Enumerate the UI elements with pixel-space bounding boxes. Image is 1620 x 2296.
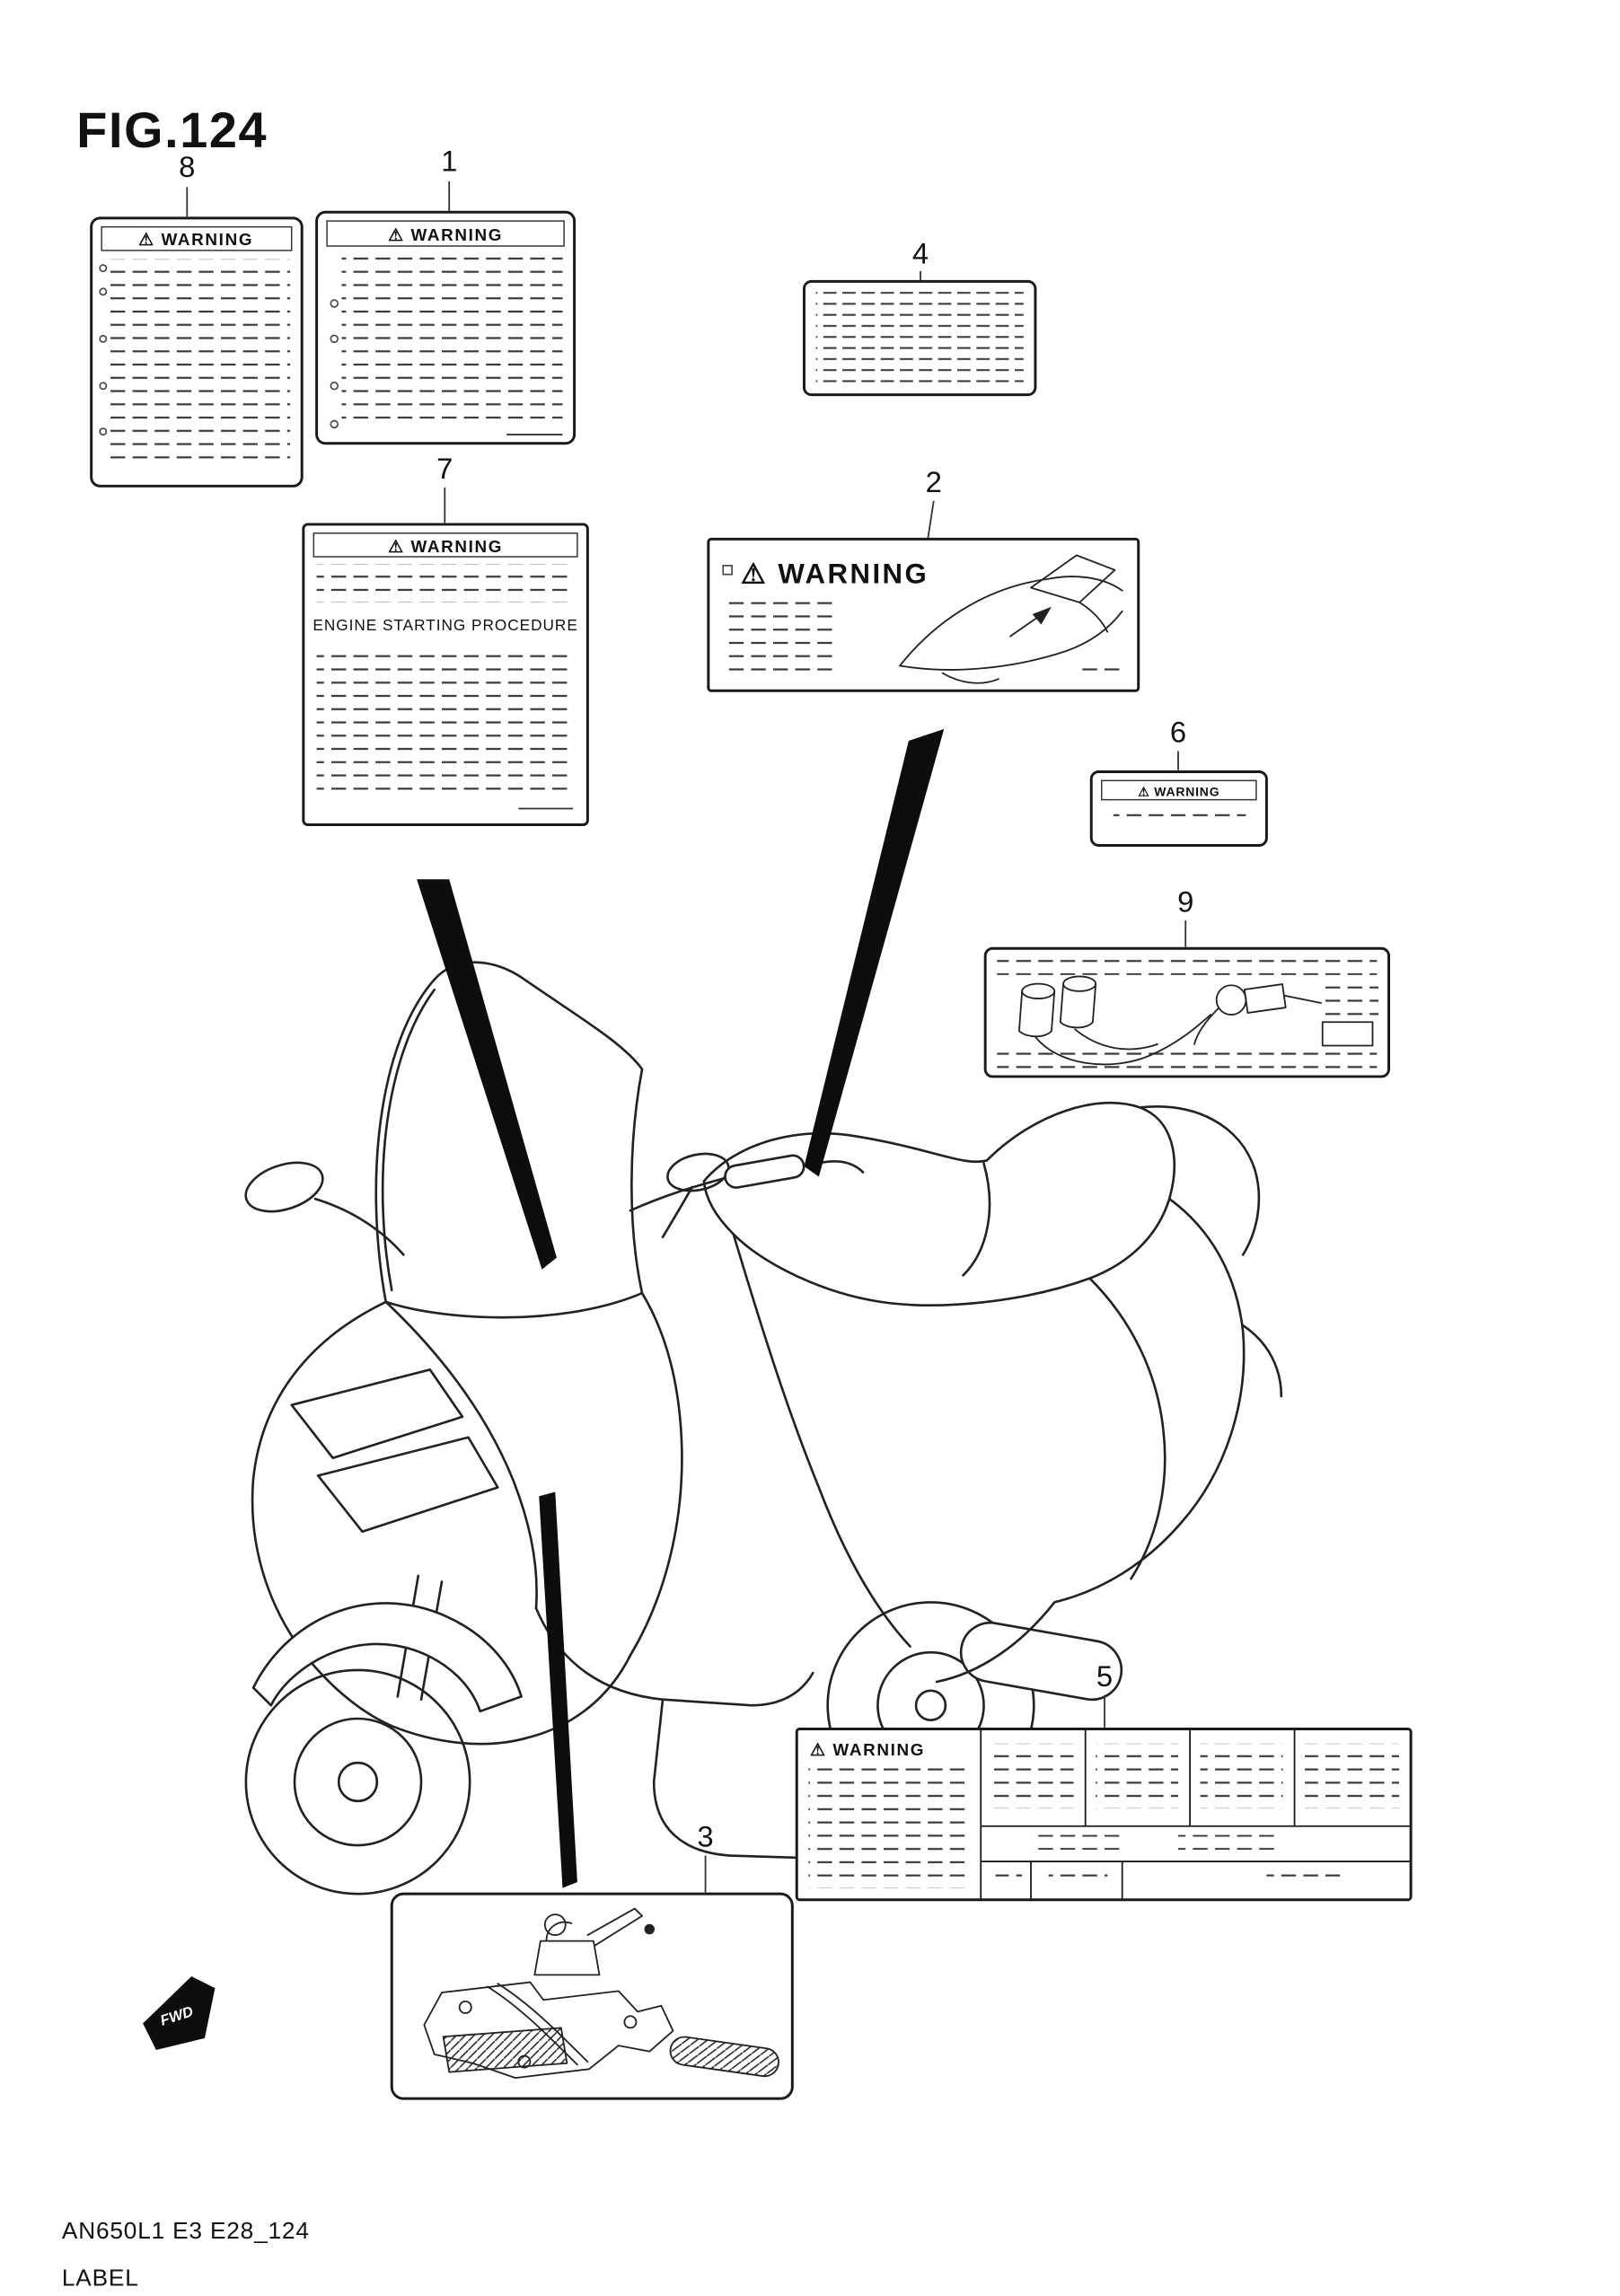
label2-redacted-lines-small bbox=[1078, 659, 1123, 673]
warning-label-2: 2 ⚠ WARNING bbox=[707, 465, 1140, 692]
warning-label-6: 6 ⚠ WARNING bbox=[1089, 716, 1268, 847]
exhaust-muffler bbox=[959, 1621, 1123, 1702]
callout-9: 9 bbox=[1177, 884, 1193, 918]
label9-redacted-top bbox=[997, 958, 1378, 975]
figure-title: FIG.124 bbox=[76, 102, 268, 158]
leader-line-2 bbox=[927, 500, 935, 540]
callout-4: 4 bbox=[912, 237, 929, 270]
label9-redacted-right bbox=[1322, 981, 1379, 1016]
seat bbox=[702, 1101, 1175, 1306]
callout-1: 1 bbox=[441, 144, 457, 177]
floorboard bbox=[534, 1606, 814, 1707]
label1-redacted-lines bbox=[341, 256, 563, 425]
callout-7: 7 bbox=[436, 452, 453, 485]
label3-engine-art bbox=[423, 1981, 779, 2080]
fwd-arrow-shape bbox=[143, 1976, 216, 2050]
label6-header-text: ⚠ WARNING bbox=[1138, 785, 1219, 799]
label1-bullets bbox=[330, 299, 339, 429]
dipstick-art bbox=[669, 2036, 779, 2078]
warning-label-1: 1 ⚠ WARNING bbox=[315, 144, 577, 445]
headlight-upper bbox=[290, 1368, 464, 1460]
label9-brake-hose-art bbox=[1017, 975, 1374, 1066]
label7-redacted-lines-bottom bbox=[316, 645, 575, 798]
rear-body bbox=[935, 1105, 1283, 1684]
label2-redacted-lines bbox=[723, 597, 832, 678]
headlight-lower bbox=[316, 1436, 499, 1534]
label5-redacted-left bbox=[808, 1767, 968, 1888]
left-mirror bbox=[244, 1161, 405, 1256]
tire-info-label-5: 5 ⚠ WARNING bbox=[795, 1659, 1413, 1902]
callout-3: 3 bbox=[697, 1820, 713, 1853]
oil-info-label-3: 3 bbox=[390, 1820, 794, 2100]
fwd-marker: FWD bbox=[143, 1976, 216, 2050]
label2-arrowhead bbox=[1032, 606, 1052, 625]
oil-can-icon bbox=[533, 1907, 655, 1976]
front-fender bbox=[251, 1602, 523, 1713]
label9-box bbox=[983, 946, 1390, 1078]
label8-header-box bbox=[101, 225, 293, 251]
label7-header-text: ⚠ WARNING bbox=[388, 537, 503, 556]
pointer-wedge-3 bbox=[539, 1491, 577, 1888]
warning-label-8: 8 ⚠ WARNING bbox=[90, 150, 304, 488]
label8-header-text: ⚠ WARNING bbox=[138, 230, 253, 249]
label7-header-box bbox=[313, 532, 578, 558]
label5-table-grid bbox=[980, 1729, 1412, 1900]
hose-routing-label-9: 9 bbox=[983, 884, 1390, 1078]
pointer-wedge-7 bbox=[417, 879, 557, 1270]
warning-label-7: 7 ⚠ WARNING ENGINE STARTING PROCEDURE bbox=[302, 452, 589, 826]
label8-redacted-lines bbox=[109, 259, 291, 469]
front-fairing bbox=[251, 1291, 683, 1746]
callout-2: 2 bbox=[926, 465, 942, 498]
label7-procedure-title: ENGINE STARTING PROCEDURE bbox=[313, 616, 577, 634]
callout-5: 5 bbox=[1096, 1659, 1113, 1693]
label7-redacted-lines-top bbox=[316, 564, 575, 603]
side-panel-line bbox=[732, 1233, 911, 1648]
label8-bullets bbox=[99, 264, 108, 436]
label1-header-text: ⚠ WARNING bbox=[388, 225, 503, 244]
label2-header-text: ⚠ WARNING bbox=[741, 559, 929, 590]
front-wheel bbox=[244, 1668, 471, 1896]
pointer-wedge-2 bbox=[804, 728, 945, 1177]
label5-header-text: ⚠ WARNING bbox=[810, 1740, 925, 1759]
grab-rail bbox=[1139, 1105, 1261, 1256]
info-label-4: 4 bbox=[802, 237, 1037, 397]
oil-drop-icon bbox=[644, 1923, 655, 1935]
underbody bbox=[652, 1698, 826, 1861]
footer-caption: LABEL bbox=[62, 2264, 139, 2291]
callout-8: 8 bbox=[179, 150, 195, 183]
label2-bullet-square bbox=[722, 565, 733, 576]
label6-redacted-lines bbox=[1113, 808, 1246, 827]
label5-table-cells bbox=[990, 1743, 1399, 1886]
label2-scooter-rear-art bbox=[899, 554, 1123, 684]
right-mirror bbox=[661, 1152, 730, 1239]
label1-header-box bbox=[326, 220, 565, 247]
label9-redacted-bottom bbox=[997, 1051, 1378, 1069]
footer-part-code: AN650L1 E3 E28_124 bbox=[62, 2217, 310, 2244]
label6-header-box bbox=[1100, 779, 1257, 801]
callout-6: 6 bbox=[1170, 716, 1186, 749]
label4-redacted-lines bbox=[815, 291, 1024, 383]
